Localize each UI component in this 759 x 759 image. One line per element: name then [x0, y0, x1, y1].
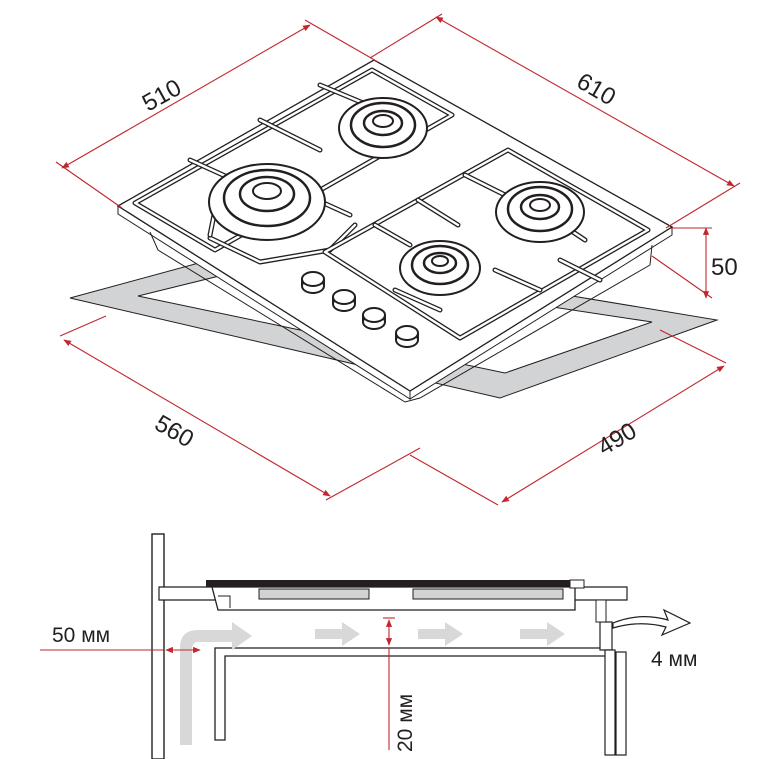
- vent-gap-label: 4 мм: [651, 648, 697, 671]
- knob-3-icon: [362, 307, 386, 330]
- dim-50: 50: [711, 254, 738, 281]
- knob-4-icon: [395, 325, 419, 348]
- dimension-lines: [55, 13, 741, 506]
- dim-490: 490: [593, 417, 641, 461]
- shelf: [214, 599, 627, 756]
- cross-section: 50 мм 4 мм 20 мм: [40, 533, 697, 759]
- worktop: [158, 586, 628, 601]
- clearance-label: 20 мм: [394, 694, 417, 752]
- burner-front-left: [208, 163, 326, 241]
- outflow-arrow-icon: [612, 608, 692, 637]
- wall: [151, 533, 165, 759]
- airflow-arrow-3-icon: [520, 622, 565, 646]
- knob-2-icon: [332, 289, 356, 312]
- airflow-arrows: [180, 622, 565, 745]
- airflow-riser-icon: [180, 622, 252, 745]
- section-dimensions: [40, 617, 395, 750]
- burner-front-right: [399, 240, 481, 296]
- dim-610: 610: [572, 68, 620, 111]
- dim-510: 510: [138, 74, 186, 117]
- airflow-arrow-2-icon: [418, 622, 463, 646]
- control-knobs: [301, 271, 419, 348]
- burner-rear-left: [338, 97, 428, 159]
- hob-section: [206, 579, 585, 611]
- airflow-arrow-1-icon: [315, 622, 360, 646]
- wall-gap-label: 50 мм: [52, 624, 110, 647]
- burner-rear-right: [495, 181, 585, 243]
- knob-1-icon: [301, 271, 325, 294]
- dim-560: 560: [150, 410, 198, 453]
